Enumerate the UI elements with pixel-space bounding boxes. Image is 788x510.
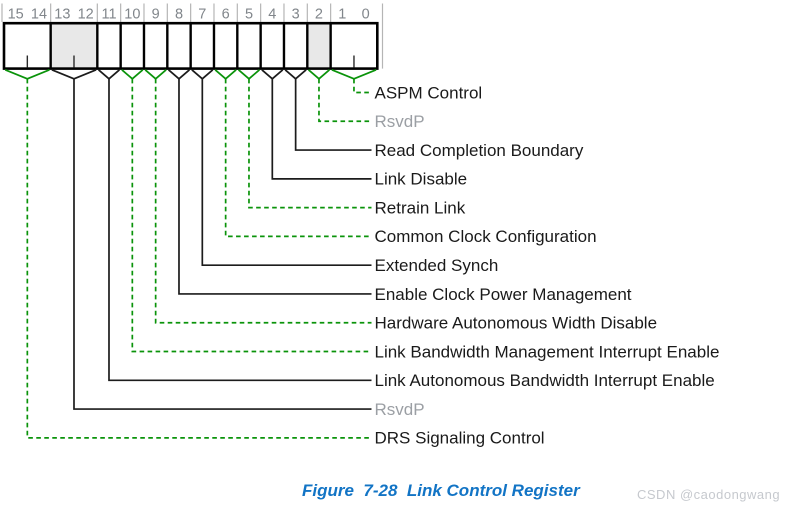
field-label: RsvdP [375, 400, 425, 419]
field-label: RsvdP [375, 112, 425, 131]
bit-number: 1 [338, 7, 346, 23]
bit-number: 15 [8, 7, 24, 23]
funnel-line [353, 69, 377, 80]
field-label: Enable Clock Power Management [375, 285, 632, 304]
bit-number: 2 [315, 7, 323, 23]
funnel-line [295, 69, 307, 80]
funnel-line [178, 69, 191, 80]
bit-number: 6 [222, 7, 230, 23]
bit-number: 4 [268, 7, 276, 23]
shaded-field-cell [307, 23, 331, 69]
leader-line [294, 78, 372, 151]
bit-number: 5 [245, 7, 253, 23]
funnel-line [331, 69, 355, 80]
leader-line [108, 78, 372, 382]
funnel-line [271, 69, 284, 80]
funnel-line [121, 69, 133, 80]
funnel-line [155, 69, 167, 80]
funnel-line [214, 69, 227, 80]
bit-number: 13 [54, 7, 70, 23]
field-label: Link Disable [375, 170, 468, 189]
funnel-line [261, 69, 273, 80]
funnel-line [307, 69, 320, 80]
figure-caption: Figure 7-28 Link Control Register [302, 481, 580, 500]
field-label: Hardware Autonomous Width Disable [375, 314, 658, 333]
funnel-line [201, 69, 214, 80]
funnel-line [73, 69, 97, 80]
funnel-line [237, 69, 250, 80]
field-label: DRS Signaling Control [375, 429, 545, 448]
funnel-line [27, 69, 50, 80]
field-label: Link Autonomous Bandwidth Interrupt Enab… [375, 371, 715, 390]
bit-number: 9 [152, 7, 160, 23]
funnel-line [191, 69, 203, 80]
funnel-line [167, 69, 180, 80]
funnel-line [131, 69, 144, 80]
leader-line [73, 78, 372, 410]
watermark: CSDN @caodongwang [637, 487, 781, 502]
funnel-line [51, 69, 75, 80]
leader-line [318, 78, 372, 123]
field-label: Extended Synch [375, 256, 499, 275]
field-label: Read Completion Boundary [375, 141, 584, 160]
bit-number: 10 [124, 7, 140, 23]
funnel-line [4, 69, 28, 80]
funnel-line [97, 69, 110, 80]
field-label: Link Bandwidth Management Interrupt Enab… [375, 342, 720, 361]
leader-line [271, 78, 372, 180]
funnel-line [144, 69, 157, 80]
bit-number: 12 [78, 7, 94, 23]
bit-number: 8 [175, 7, 183, 23]
leader-line [154, 78, 372, 324]
bit-number: 7 [198, 7, 206, 23]
bit-number: 0 [362, 7, 370, 23]
leader-line [26, 78, 372, 439]
leader-line [178, 78, 372, 295]
funnel-line [248, 69, 260, 80]
field-label: ASPM Control [375, 83, 483, 102]
bit-number: 3 [292, 7, 300, 23]
funnel-line [318, 69, 330, 80]
leader-line [201, 78, 372, 267]
bit-number: 14 [31, 7, 47, 23]
funnel-line [284, 69, 297, 80]
field-label: Common Clock Configuration [375, 227, 597, 246]
field-label: Retrain Link [375, 198, 466, 217]
funnel-line [108, 69, 121, 80]
funnel-line [225, 69, 237, 80]
leader-line [248, 78, 372, 209]
bit-number: 11 [101, 7, 116, 23]
leader-line [131, 78, 372, 353]
leader-line [353, 78, 372, 94]
leader-line [224, 78, 372, 238]
